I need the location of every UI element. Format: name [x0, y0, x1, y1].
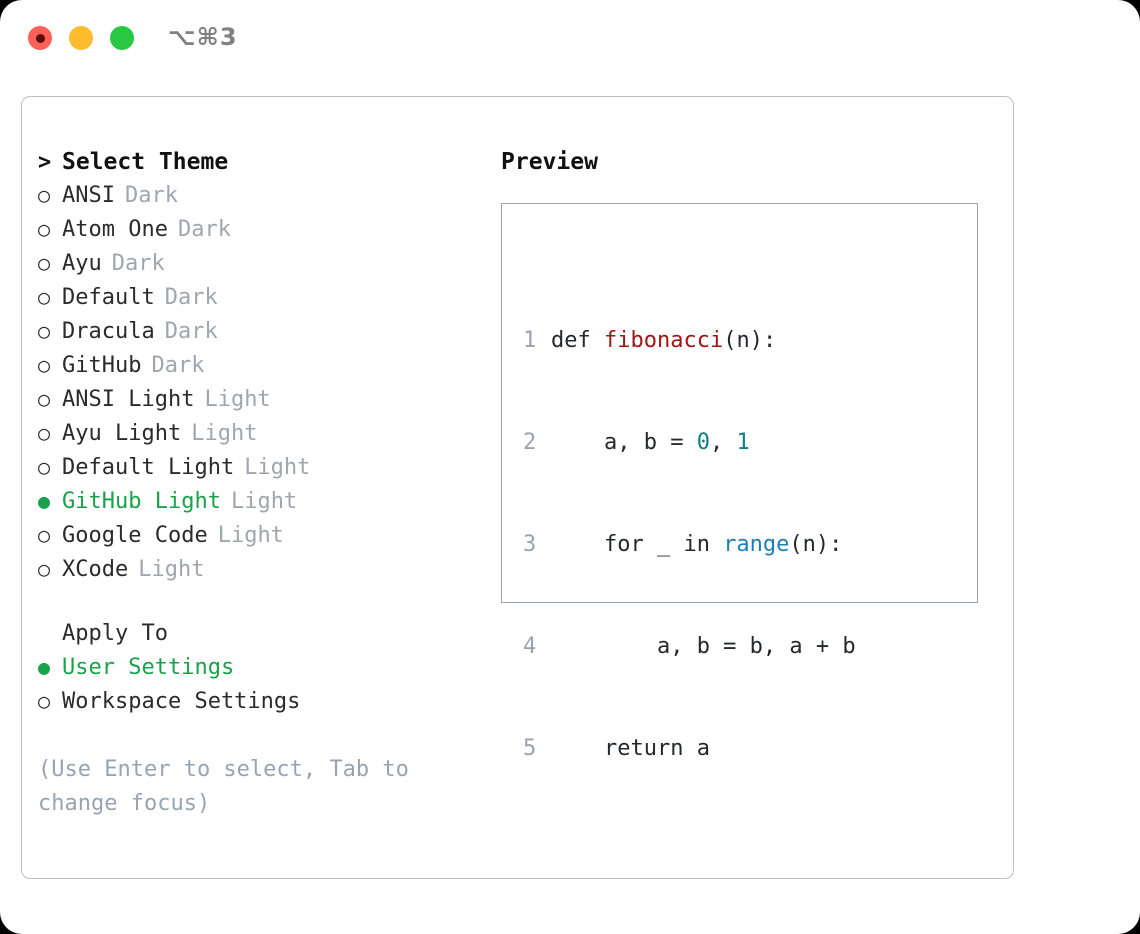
apply-to-section: Apply To ● User Settings ○ Workspace Set… [38, 621, 468, 723]
apply-to-label: Workspace Settings [62, 689, 301, 714]
radio-icon-selected[interactable]: ● [38, 489, 51, 513]
close-button[interactable] [28, 26, 52, 50]
theme-variant: Light [204, 387, 271, 412]
radio-icon[interactable]: ○ [38, 285, 51, 309]
radio-icon[interactable]: ○ [38, 353, 51, 377]
code-token: 0 [696, 430, 710, 455]
theme-variant: Dark [164, 285, 218, 310]
window-controls [28, 26, 134, 50]
theme-name: GitHub Light [62, 489, 221, 514]
code-token: a, b = b, a + b [551, 634, 856, 659]
theme-name: Atom One [62, 217, 168, 242]
code-line: 4 a, b = b, a + b [523, 630, 882, 664]
theme-variant: Light [217, 523, 284, 548]
code-line: 2 a, b = 0, 1 [523, 426, 882, 460]
apply-to-item-selected[interactable]: ● User Settings [38, 655, 468, 689]
code-token: fibonacci [603, 328, 724, 353]
code-line: 1 def fibonacci(n): [523, 324, 882, 358]
theme-list-item[interactable]: ○ Default Light Light [38, 455, 468, 489]
main-panel: > Select Theme ○ ANSI Dark ○ Atom One Da… [21, 96, 1014, 879]
code-token: def [551, 328, 604, 353]
theme-selector-column: > Select Theme ○ ANSI Dark ○ Atom One Da… [38, 149, 468, 821]
section-spacer [38, 591, 468, 621]
keyboard-shortcut-label: ⌥⌘3 [168, 23, 238, 51]
minimize-button[interactable] [69, 26, 93, 50]
theme-name: ANSI [62, 183, 115, 208]
theme-variant: Dark [177, 217, 231, 242]
theme-name: XCode [62, 557, 129, 582]
code-token: (n): [789, 532, 843, 557]
theme-variant: Dark [111, 251, 165, 276]
theme-name: Dracula [62, 319, 155, 344]
theme-list-item[interactable]: ○ Dracula Dark [38, 319, 468, 353]
apply-to-title: Apply To [62, 621, 168, 646]
title-bar: ⌥⌘3 [0, 0, 1140, 78]
caret-icon: > [38, 150, 52, 175]
theme-name: Default Light [62, 455, 235, 480]
code-token: a, b = [551, 430, 697, 455]
apply-to-item[interactable]: ○ Workspace Settings [38, 689, 468, 723]
zoom-button[interactable] [110, 26, 134, 50]
radio-icon[interactable]: ○ [38, 183, 51, 207]
theme-variant: Light [191, 421, 258, 446]
radio-icon[interactable]: ○ [38, 319, 51, 343]
preview-column: Preview [501, 149, 991, 183]
theme-list-item[interactable]: ○ Atom One Dark [38, 217, 468, 251]
line-number: 3 [523, 532, 537, 557]
line-number: 1 [523, 328, 537, 353]
theme-variant: Dark [124, 183, 178, 208]
code-line: 3 for _ in range(n): [523, 528, 882, 562]
code-token: return a [551, 736, 710, 761]
hint-spacer [38, 723, 468, 753]
theme-list: ○ ANSI Dark ○ Atom One Dark ○ Ayu Dark [38, 183, 468, 591]
radio-icon[interactable]: ○ [38, 523, 51, 547]
theme-list-item[interactable]: ○ ANSI Dark [38, 183, 468, 217]
theme-list-item[interactable]: ○ Default Dark [38, 285, 468, 319]
radio-icon[interactable]: ○ [38, 387, 51, 411]
theme-variant: Light [230, 489, 298, 514]
radio-icon[interactable]: ○ [38, 217, 51, 241]
theme-name: Default [62, 285, 155, 310]
radio-icon-selected[interactable]: ● [38, 655, 51, 679]
line-number: 5 [523, 736, 537, 761]
theme-variant: Dark [164, 319, 218, 344]
radio-icon[interactable]: ○ [38, 689, 51, 713]
code-token: for _ in [551, 532, 724, 557]
theme-list-item[interactable]: ○ ANSI Light Light [38, 387, 468, 421]
radio-icon[interactable]: ○ [38, 557, 51, 581]
radio-icon[interactable]: ○ [38, 421, 51, 445]
line-number: 4 [523, 634, 537, 659]
theme-variant: Light [244, 455, 311, 480]
theme-variant: Light [138, 557, 205, 582]
theme-list-item[interactable]: ○ Google Code Light [38, 523, 468, 557]
code-token: (n): [723, 328, 777, 353]
theme-list-item[interactable]: ○ Ayu Light Light [38, 421, 468, 455]
select-theme-header: > Select Theme [38, 149, 468, 183]
select-theme-title: Select Theme [62, 149, 229, 175]
radio-icon[interactable]: ○ [38, 251, 51, 275]
theme-variant: Dark [151, 353, 205, 378]
theme-list-item[interactable]: ○ Ayu Dark [38, 251, 468, 285]
apply-to-header: Apply To [38, 621, 468, 655]
theme-name: GitHub [62, 353, 142, 378]
theme-list-item[interactable]: ○ GitHub Dark [38, 353, 468, 387]
preview-title: Preview [501, 149, 598, 175]
code-token: , [709, 430, 737, 455]
code-blank-line [523, 868, 882, 902]
theme-name: Ayu Light [62, 421, 182, 446]
theme-list-item[interactable]: ○ XCode Light [38, 557, 468, 591]
theme-list-item-selected[interactable]: ● GitHub Light Light [38, 489, 468, 523]
keyboard-hint-text: (Use Enter to select, Tab to change focu… [38, 757, 423, 816]
code-token: range [723, 532, 790, 557]
theme-name: Ayu [62, 251, 102, 276]
theme-name: ANSI Light [62, 387, 195, 412]
theme-name: Google Code [62, 523, 208, 548]
code-line: 5 return a [523, 732, 882, 766]
apply-to-label: User Settings [62, 655, 235, 680]
radio-icon[interactable]: ○ [38, 455, 51, 479]
line-number: 2 [523, 430, 537, 455]
code-token: 1 [736, 430, 750, 455]
